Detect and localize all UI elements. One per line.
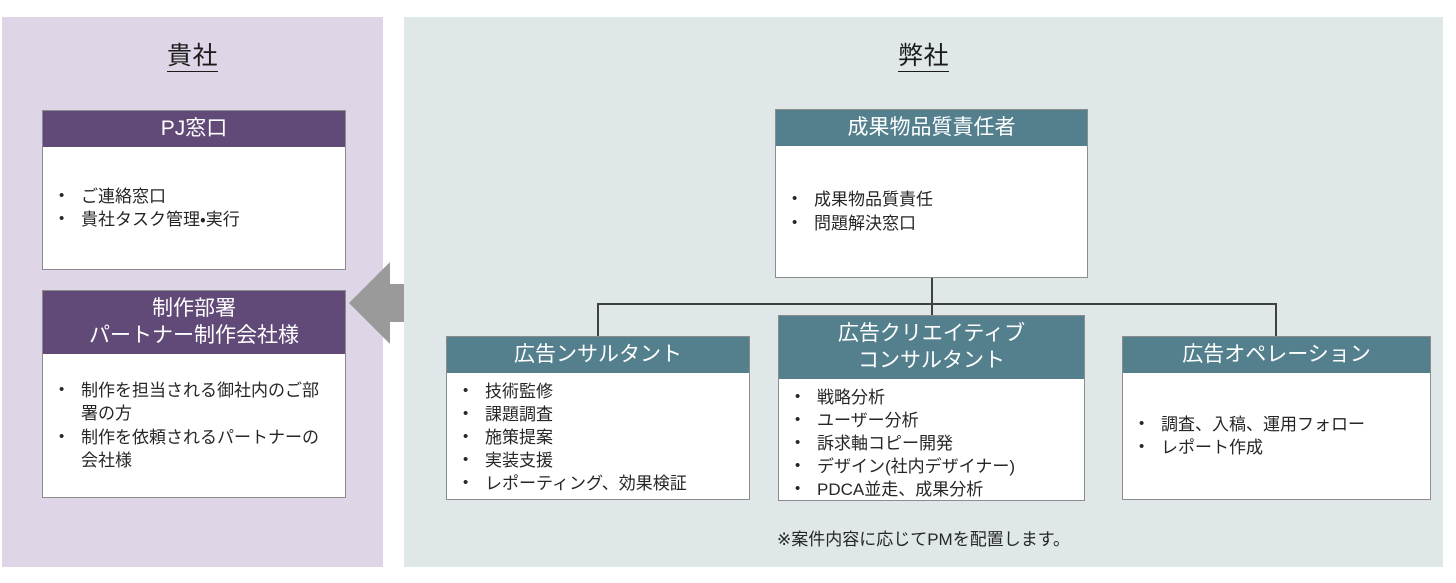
box-ad-operation-header: 広告オペレーション bbox=[1123, 337, 1430, 373]
box-deliverable-quality-manager-list: 成果物品質責任 問題解決窓口 bbox=[786, 187, 1077, 236]
list-item: 制作を依頼されるパートナーの会社様 bbox=[53, 425, 335, 473]
list-item: 問題解決窓口 bbox=[786, 211, 1077, 236]
list-item: PDCA並走、成果分析 bbox=[789, 477, 1074, 501]
connector-line-root-down bbox=[931, 278, 933, 304]
list-item: レポーティング、効果検証 bbox=[457, 471, 739, 495]
box-deliverable-quality-manager-header: 成果物品質責任者 bbox=[776, 110, 1087, 146]
list-item: 実装支援 bbox=[457, 448, 739, 472]
panel-vendor-title-text: 弊社 bbox=[897, 42, 949, 72]
box-production-department-header: 制作部署 パートナー制作会社様 bbox=[43, 291, 345, 354]
box-pj-contact-list: ご連絡窓口 貴社タスク管理・実行 bbox=[53, 184, 335, 232]
panel-vendor-title: 弊社 bbox=[404, 41, 1443, 72]
list-item: 戦略分析 bbox=[789, 385, 1074, 409]
list-item: ご連絡窓口 bbox=[53, 184, 335, 209]
list-item: 課題調査 bbox=[457, 402, 739, 426]
box-production-department-body: 制作を担当される御社内のご部署の方 制作を依頼されるパートナーの会社様 bbox=[43, 354, 345, 497]
box-ad-consultant-list: 技術監修 課題調査 施策提案 実装支援 レポーティング、効果検証 bbox=[457, 379, 739, 495]
panel-client-title: 貴社 bbox=[2, 41, 383, 72]
box-pj-contact-body: ご連絡窓口 貴社タスク管理・実行 bbox=[43, 147, 345, 269]
list-item: 施策提案 bbox=[457, 425, 739, 449]
list-item: 貴社タスク管理・実行 bbox=[53, 207, 335, 232]
box-ad-consultant[interactable]: 広告ンサルタント 技術監修 課題調査 施策提案 実装支援 レポーティング、効果検… bbox=[446, 336, 750, 500]
box-ad-creative-consultant-list: 戦略分析 ユーザー分析 訴求軸コピー開発 デザイン(社内デザイナー) PDCA並… bbox=[789, 385, 1074, 501]
connector-line-left-branch bbox=[597, 303, 599, 337]
box-ad-consultant-header: 広告ンサルタント bbox=[447, 337, 749, 373]
box-ad-operation-body: 調査、入稿、運用フォロー レポート作成 bbox=[1123, 373, 1430, 499]
box-ad-operation[interactable]: 広告オペレーション 調査、入稿、運用フォロー レポート作成 bbox=[1122, 336, 1431, 500]
box-ad-creative-consultant-body: 戦略分析 ユーザー分析 訴求軸コピー開発 デザイン(社内デザイナー) PDCA並… bbox=[779, 379, 1084, 507]
box-deliverable-quality-manager[interactable]: 成果物品質責任者 成果物品質責任 問題解決窓口 bbox=[775, 109, 1088, 278]
connector-line-horizontal-bar bbox=[597, 303, 1276, 305]
box-ad-creative-consultant-header: 広告クリエイティブ コンサルタント bbox=[779, 316, 1084, 379]
vendor-footnote: ※案件内容に応じてPMを配置します。 bbox=[776, 530, 1071, 549]
list-item: 訴求軸コピー開発 bbox=[789, 431, 1074, 455]
box-ad-consultant-body: 技術監修 課題調査 施策提案 実装支援 レポーティング、効果検証 bbox=[447, 373, 749, 501]
connector-line-middle-branch bbox=[931, 303, 933, 316]
box-ad-creative-consultant[interactable]: 広告クリエイティブ コンサルタント 戦略分析 ユーザー分析 訴求軸コピー開発 デ… bbox=[778, 315, 1085, 501]
box-pj-contact[interactable]: PJ窓口 ご連絡窓口 貴社タスク管理・実行 bbox=[42, 110, 346, 270]
list-item: 成果物品質責任 bbox=[786, 187, 1077, 212]
list-item: 制作を担当される御社内のご部署の方 bbox=[53, 378, 335, 426]
box-production-department-list: 制作を担当される御社内のご部署の方 制作を依頼されるパートナーの会社様 bbox=[53, 378, 335, 473]
list-item: ユーザー分析 bbox=[789, 408, 1074, 432]
box-deliverable-quality-manager-body: 成果物品質責任 問題解決窓口 bbox=[776, 146, 1087, 277]
box-pj-contact-header: PJ窓口 bbox=[43, 111, 345, 147]
list-item: レポート作成 bbox=[1133, 435, 1420, 460]
connector-line-right-branch bbox=[1275, 303, 1277, 337]
box-ad-operation-list: 調査、入稿、運用フォロー レポート作成 bbox=[1133, 412, 1420, 460]
list-item: デザイン(社内デザイナー) bbox=[789, 454, 1074, 478]
panel-client-title-text: 貴社 bbox=[166, 42, 218, 72]
box-production-department[interactable]: 制作部署 パートナー制作会社様 制作を担当される御社内のご部署の方 制作を依頼さ… bbox=[42, 290, 346, 498]
list-item: 技術監修 bbox=[457, 379, 739, 403]
list-item: 調査、入稿、運用フォロー bbox=[1133, 412, 1420, 437]
